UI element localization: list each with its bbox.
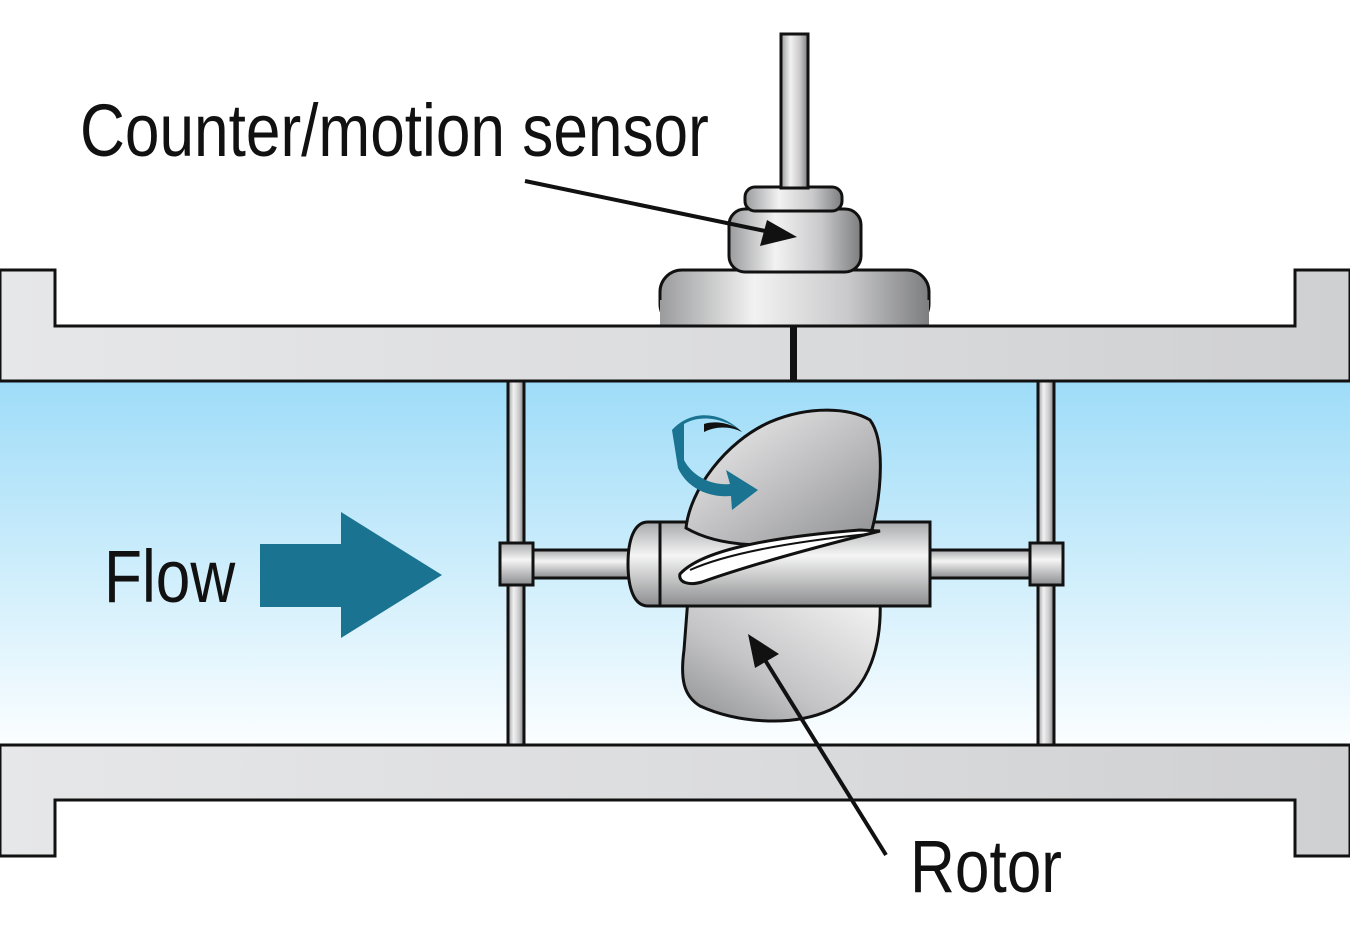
sensor-housing (658, 32, 931, 328)
bearing-left (498, 541, 535, 587)
rotor-blade-slot (678, 528, 881, 586)
rotor-blade-lower (681, 596, 882, 723)
pipe-top-wall (0, 268, 1350, 383)
pipe-bottom-wall (0, 743, 1350, 858)
rotor-label: Rotor (910, 825, 1063, 908)
rotation-direction-arrow (672, 415, 758, 510)
arrow-pointer-icon (760, 220, 797, 246)
sensor-label: Counter/motion sensor (80, 89, 709, 172)
curved-arrow-icon (672, 415, 758, 510)
rotor (626, 408, 932, 723)
rotor-hub-nose (626, 520, 662, 608)
sensor-wire (790, 326, 797, 382)
rotor-pointer-arrow (748, 634, 888, 857)
flow-label: Flow (104, 535, 236, 618)
bearing-right (1028, 541, 1065, 587)
flow-arrow-icon (260, 512, 442, 638)
sensor-pointer-arrow (524, 179, 797, 246)
